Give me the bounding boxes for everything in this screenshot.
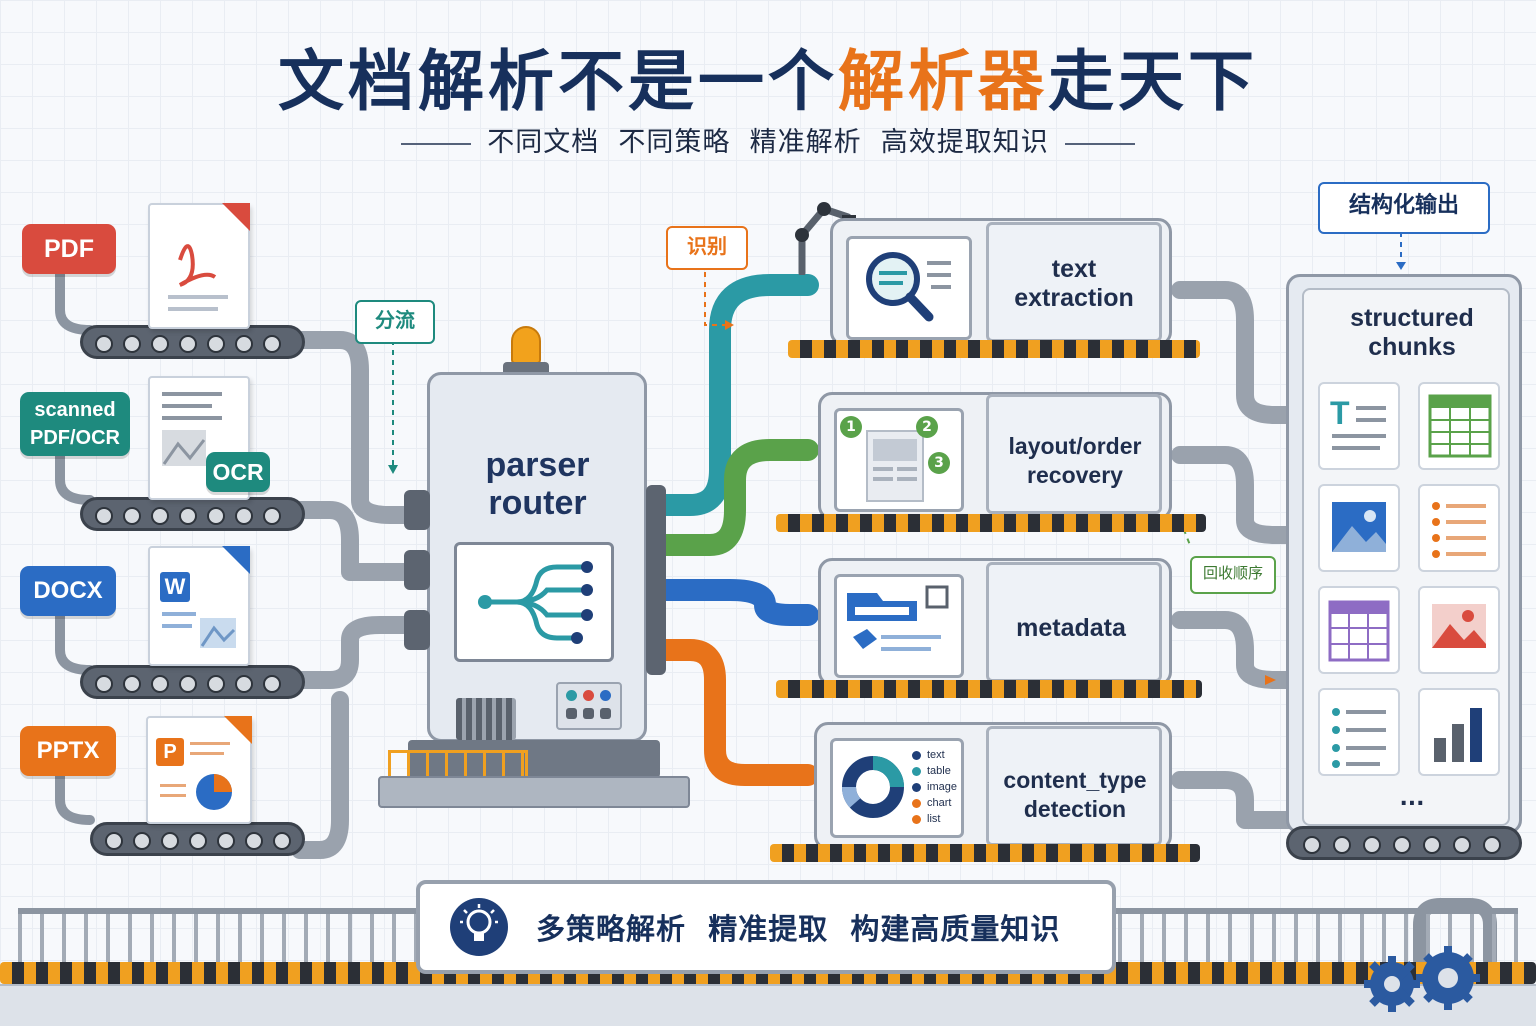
chunk-card-image-red (1418, 586, 1500, 674)
ocr-badge: OCR (206, 452, 270, 492)
input-tag-docx: DOCX (20, 566, 116, 616)
metadata-folder-tag-icon (847, 585, 949, 651)
annotation-structured-output: 结构化输出 (1318, 182, 1490, 234)
content-type-table: table (912, 765, 951, 777)
router-vent (456, 698, 516, 740)
router-control-panel (556, 682, 622, 730)
donut-chart-icon (841, 756, 904, 818)
metadata-screen (834, 574, 964, 678)
station-rail-4 (770, 844, 1200, 862)
conveyor-pptx (90, 822, 305, 856)
router-right-connectors (646, 485, 666, 675)
bottom-floor (0, 984, 1536, 1026)
station-rail-1 (788, 340, 1200, 358)
bottom-banner: 多策略解析 精准提取 构建高质量知识 (416, 880, 1116, 974)
annotation-recover-order: 回收顺序 (1190, 556, 1276, 594)
chunk-card-list-teal (1318, 688, 1400, 776)
chunk-card-calendar-table (1318, 586, 1400, 674)
word-icon: W (160, 572, 190, 602)
lightbulb-icon (450, 898, 508, 956)
metadata-label-panel (986, 562, 1162, 682)
magnifier-icon (866, 252, 951, 322)
router-base (378, 740, 690, 810)
svg-text:T: T (1330, 395, 1350, 431)
router-screen (454, 542, 614, 662)
chunk-card-table (1418, 382, 1500, 470)
layout-label-panel (986, 394, 1162, 514)
title-highlight: 解析器 (838, 43, 1048, 120)
branching-icon (478, 561, 593, 644)
chunk-card-list (1418, 484, 1500, 572)
station-rail-3 (776, 680, 1202, 698)
powerpoint-document-icon: P (146, 716, 252, 824)
input-tag-pdf: PDF (22, 224, 116, 274)
word-document-icon: W (148, 546, 250, 666)
page-title: 文档解析不是一个解析器走天下 (278, 43, 1258, 120)
input-tag-pptx: PPTX (20, 726, 116, 776)
content-type-image: image (912, 781, 957, 793)
order-badge-1: 1 (840, 416, 862, 438)
chunk-card-bar-chart (1418, 688, 1500, 776)
conveyor-pdf (80, 325, 305, 359)
annotation-recognize: 识别 (666, 226, 748, 270)
banner-text: 多策略解析 精准提取 构建高质量知识 (536, 912, 1061, 946)
output-conveyor (1286, 826, 1522, 860)
conveyor-scanned (80, 497, 305, 531)
layout-screen (834, 408, 964, 512)
router-left-connectors (404, 490, 430, 650)
content-type-chart: chart (912, 797, 951, 809)
layout-order-icon (866, 430, 924, 502)
content-type-screen (830, 738, 964, 838)
annotation-split: 分流 (355, 300, 435, 344)
station-rail-2 (776, 514, 1206, 532)
pdf-document-icon (148, 203, 250, 329)
chunk-card-image (1318, 484, 1400, 572)
structured-chunks-more: ... (1399, 786, 1425, 811)
order-badge-3: 3 (928, 452, 950, 474)
content-type-text: text (912, 749, 945, 761)
content-type-list: list (912, 813, 940, 825)
order-badge-2: 2 (916, 416, 938, 438)
page-subtitle: 不同文档 不同策略 精准解析 高效提取知识 (0, 120, 1536, 159)
powerpoint-icon: P (156, 738, 184, 766)
chunk-card-text: T (1318, 382, 1400, 470)
station-label-metadata: metadata (1016, 614, 1126, 642)
conveyor-docx (80, 665, 305, 699)
text-extraction-label-panel (986, 222, 1162, 342)
gear-icon (1360, 938, 1480, 1018)
text-extraction-screen (846, 236, 972, 340)
